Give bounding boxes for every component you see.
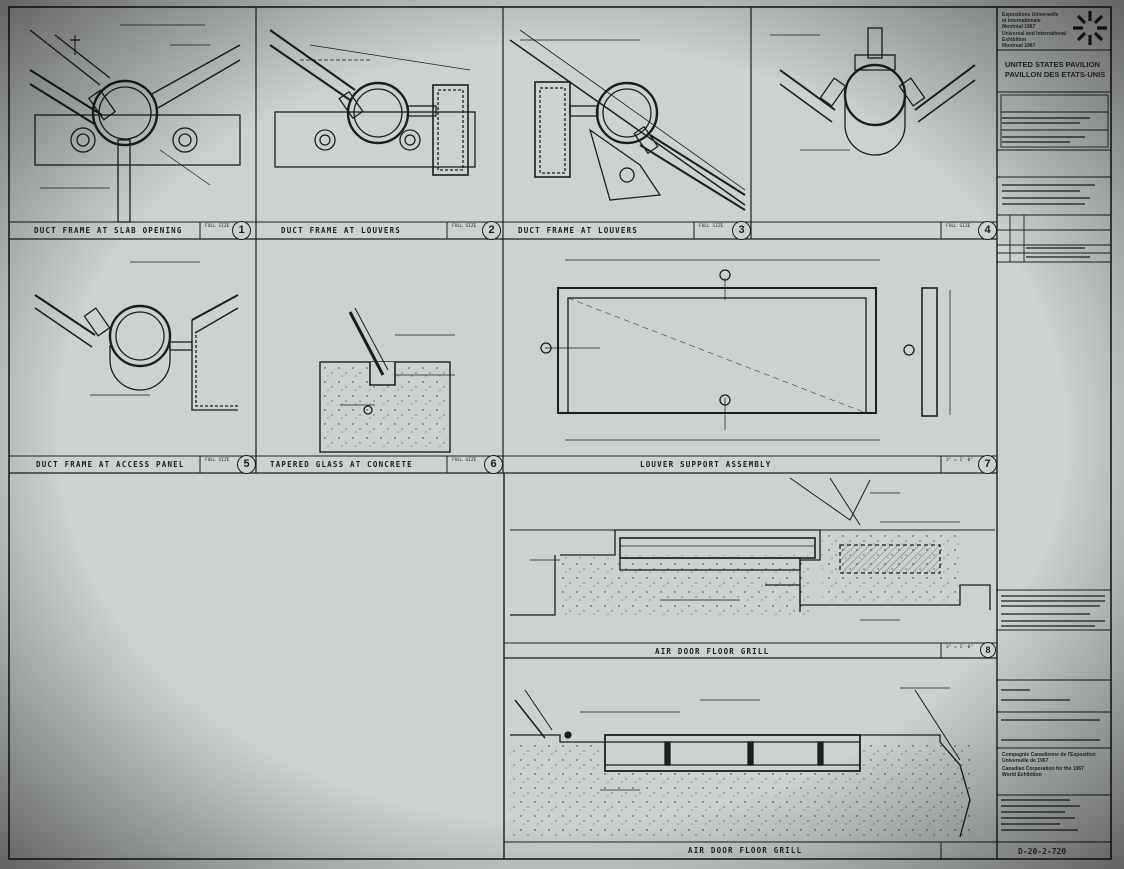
client-line-1: Expositions Universelle [1002, 12, 1059, 18]
detail-6-scale: FULL SIZE [452, 458, 477, 463]
detail-5-title: DUCT FRAME AT ACCESS PANEL [36, 460, 185, 469]
detail-7-drawing [540, 259, 951, 441]
title-block-fine-print [1001, 117, 1105, 831]
detail-9-title: AIR DOOR FLOOR GRILL [688, 846, 803, 855]
detail-3-drawing [509, 29, 746, 211]
detail-1-scale: FULL SIZE [205, 224, 230, 229]
detail-8-scale: 3" = 1'-0" [946, 645, 974, 650]
detail-2-title: DUCT FRAME AT LOUVERS [281, 226, 402, 235]
detail-7-number: 7 [978, 455, 997, 474]
client-line-en-3: Montreal 1967 [1002, 43, 1036, 49]
detail-5-drawing [34, 261, 239, 411]
detail-8-title: AIR DOOR FLOOR GRILL [655, 647, 770, 656]
detail-5-number: 5 [237, 455, 256, 474]
expo-corp-fr-2: Universelle de 1967 [1002, 758, 1049, 764]
expo-logo [1073, 11, 1107, 45]
detail-2-number: 2 [482, 221, 501, 240]
detail-2-drawing [269, 29, 476, 176]
expo-corp-en-2: World Exhibition [1002, 772, 1042, 778]
detail-4-number: 4 [978, 221, 997, 240]
detail-5-scale: FULL SIZE [205, 458, 230, 463]
pavilion-name-fr: PAVILLON DES ETATS-UNIS [1005, 70, 1106, 79]
detail-9-drawing [510, 687, 971, 838]
sheet-number: D-20-2-720 [1018, 847, 1067, 856]
detail-8-drawing [510, 477, 995, 621]
title-block-lines [997, 49, 1111, 843]
client-line-3: Montréal 1967 [1002, 24, 1036, 30]
client-line-en-2: Exhibition [1002, 37, 1027, 43]
pavilion-name-en: UNITED STATES PAVILION [1005, 60, 1100, 69]
expo-corp-fr: Compagnie Canadienne de l'Exposition [1002, 752, 1096, 758]
expo-corp-en: Canadian Corporation for the 1967 [1002, 766, 1084, 772]
detail-8-number: 8 [980, 642, 996, 658]
detail-3-title: DUCT FRAME AT LOUVERS [518, 226, 639, 235]
detail-6-drawing [319, 307, 455, 453]
client-line-en-1: Universal and International [1002, 31, 1067, 37]
detail-3-number: 3 [732, 221, 751, 240]
client-line-2: et Internationale [1002, 18, 1041, 24]
detail-1-number: 1 [232, 221, 251, 240]
detail-1-title: DUCT FRAME AT SLAB OPENING [34, 226, 183, 235]
detail-6-title: TAPERED GLASS AT CONCRETE [270, 460, 413, 469]
detail-7-scale: 3" = 1'-0" [946, 458, 974, 463]
detail-4-drawing [770, 27, 976, 156]
detail-3-scale: FULL SIZE [699, 224, 724, 229]
detail-2-scale: FULL SIZE [452, 224, 477, 229]
detail-4-scale: FULL SIZE [946, 224, 971, 229]
detail-1-drawing [29, 24, 241, 223]
detail-6-number: 6 [484, 455, 503, 474]
detail-7-title: LOUVER SUPPORT ASSEMBLY [640, 460, 772, 469]
